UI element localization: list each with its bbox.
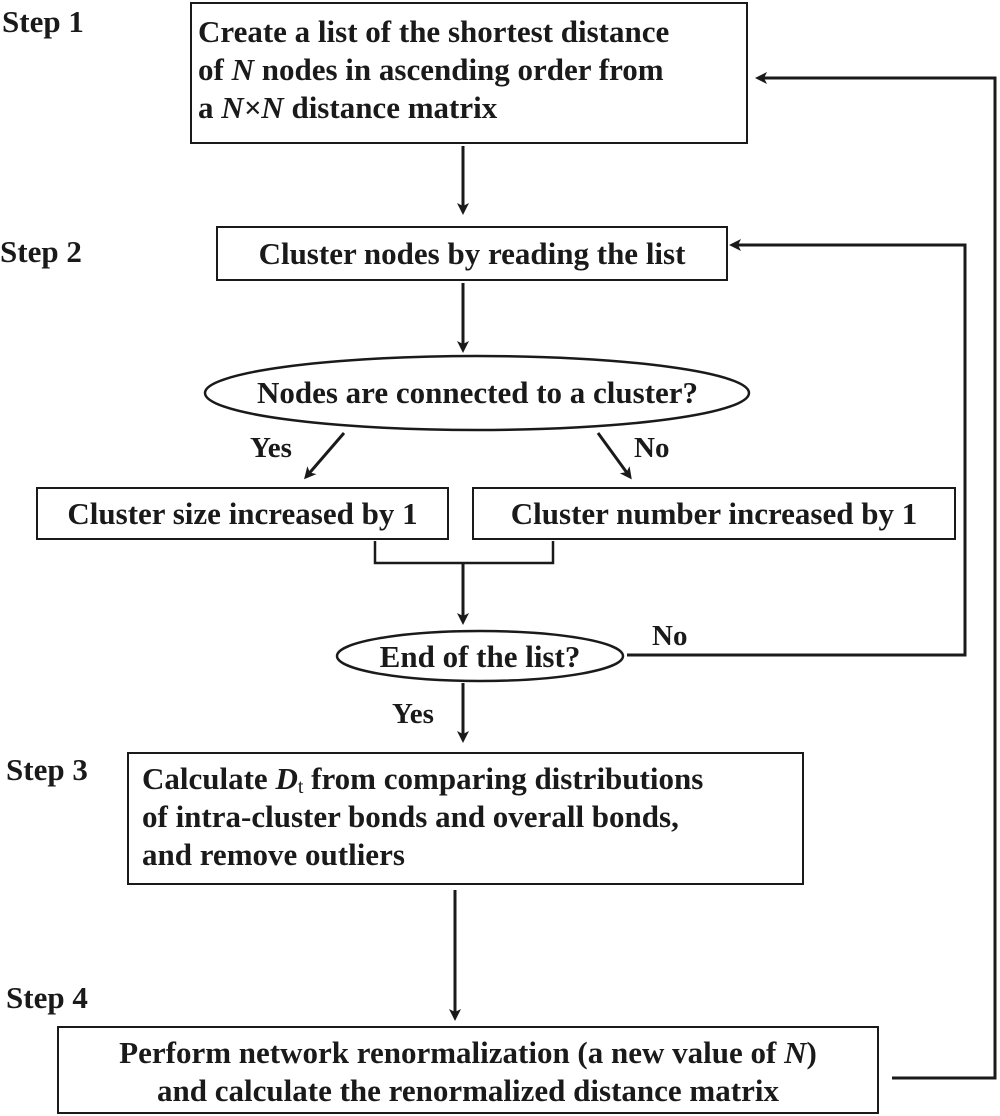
decision1-ellipse <box>203 354 751 432</box>
step4-line2: and calculate the renormalized distance … <box>157 1073 779 1108</box>
cluster-size-box: Cluster size increased by 1 <box>36 487 449 540</box>
step2-text: Cluster nodes by reading the list <box>258 236 686 271</box>
branch-yes-label: Yes <box>250 432 292 464</box>
decision2-ellipse <box>335 629 625 683</box>
cluster-number-box: Cluster number increased by 1 <box>472 487 956 540</box>
loop-step4-to-step1 <box>755 72 997 1080</box>
loop-no-to-step2 <box>627 239 967 657</box>
step4-label: Step 4 <box>6 980 88 1015</box>
step2-label: Step 2 <box>0 234 82 269</box>
cluster-number-text: Cluster number increased by 1 <box>510 496 918 531</box>
step3-line2: of intra-cluster bonds and overall bonds… <box>142 799 679 834</box>
step1-line2: of N nodes in ascending order from <box>198 52 664 87</box>
step4-box: Perform network renormalization (a new v… <box>57 1026 879 1114</box>
step1-label: Step 1 <box>2 4 84 39</box>
step3-line1: Calculate Dt from comparing distribution… <box>142 761 704 798</box>
decision1-text: Nodes are connected to a cluster? <box>256 375 699 410</box>
step1-line1: Create a list of the shortest distance <box>198 14 670 49</box>
step4-line1: Perform network renormalization (a new v… <box>119 1035 817 1070</box>
step3-label: Step 3 <box>6 752 88 787</box>
step1-box: Create a list of the shortest distance o… <box>190 2 748 144</box>
step3-box: Calculate Dt from comparing distribution… <box>127 752 804 885</box>
step1-line3: a N×N distance matrix <box>198 90 498 125</box>
branch-no-label: No <box>634 432 670 464</box>
loop-yes-label: Yes <box>392 698 434 730</box>
cluster-size-text: Cluster size increased by 1 <box>67 496 418 531</box>
arrow-yes-branch <box>304 432 346 480</box>
arrow-no-branch <box>596 432 632 480</box>
step3-line3: and remove outliers <box>142 837 405 872</box>
loop-no-label: No <box>652 620 688 652</box>
merge-bracket <box>373 541 555 565</box>
decision2-text: End of the list? <box>379 639 581 674</box>
step2-box: Cluster nodes by reading the list <box>216 226 728 281</box>
